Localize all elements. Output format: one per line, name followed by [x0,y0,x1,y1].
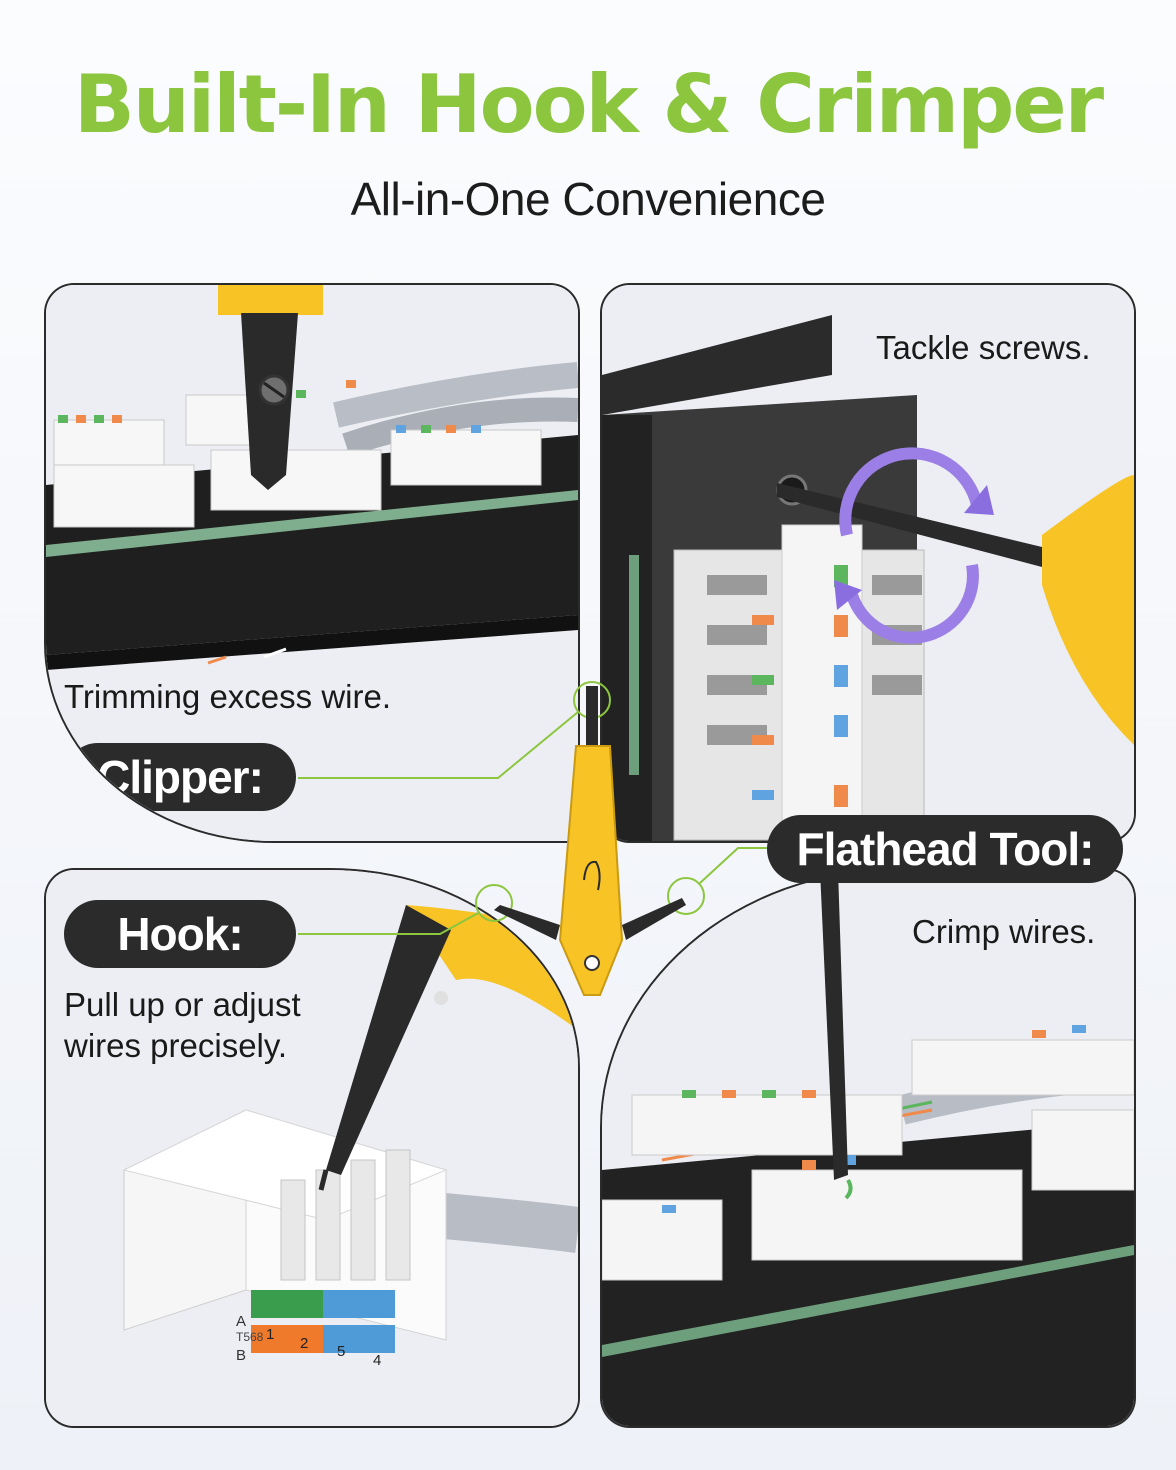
keystone-pin-label: 5 [337,1343,346,1360]
hook-callout-line [298,911,481,935]
crimp-patch-panel-illustration [602,870,1134,1426]
flathead-callout-line [699,847,767,884]
hook-caption-line2: wires precisely. [64,1027,288,1064]
hook-label: Hook: [64,900,296,968]
keystone-row-b-label: B [236,1347,247,1364]
keystone-pin-label: 4 [373,1352,382,1369]
crimp-panel: Crimp wires. [600,868,1136,1428]
clipper-caption: Trimming excess wire. [64,678,391,715]
flathead-caption-bottom: Crimp wires. [912,913,1096,950]
hook-caption-line1: Pull up or adjust [64,986,301,1023]
hook-panel: Hook: Pull up or adjust wires precisely.… [44,868,580,1428]
flathead-label: Flathead Tool: [767,815,1123,883]
clipper-panel: Trimming excess wire. Clipper: [44,283,580,843]
keystone-pin-label: 1 [266,1326,275,1343]
clipper-label: Clipper: [64,743,296,811]
flathead-screw-panel: Tackle screws. [600,283,1136,843]
flathead-callout-circle [667,877,705,915]
keystone-pin-label: 2 [300,1335,309,1352]
wall-plate-illustration [602,285,1134,841]
hook-callout-circle [475,884,513,922]
punch-down-tool-icon [494,686,686,996]
keystone-row-a-label: A [236,1313,247,1330]
keystone-standard-label: T568 [236,1330,264,1344]
clipper-callout-line [298,711,579,779]
flathead-caption-top: Tackle screws. [876,329,1091,366]
circular-arrows-icon [839,447,983,644]
page-title: Built-In Hook & Crimper [73,58,1104,151]
page-subtitle: All-in-One Convenience [350,173,826,225]
